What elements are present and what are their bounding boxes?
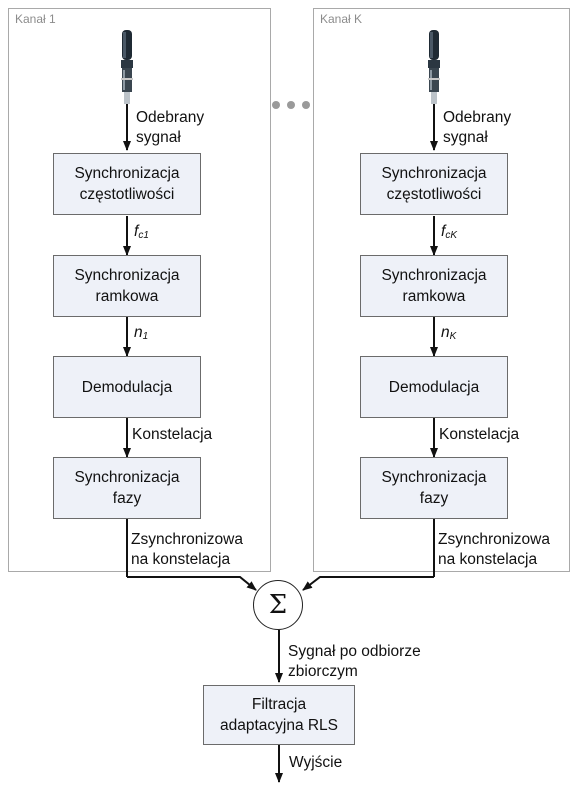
sum-combiner: Σ [253, 580, 303, 630]
phase-sync-block-1: Synchronizacja fazy [53, 457, 201, 519]
demodulation-block-k: Demodulacja [360, 356, 508, 418]
frame-sync-block-1: Synchronizacja ramkowa [53, 255, 201, 317]
frequency-offset-label-k: fcK [441, 223, 457, 241]
frame-index-label-k: nK [441, 324, 457, 342]
received-signal-label-k: Odebrany sygnał [443, 109, 512, 146]
antenna-icon [121, 30, 133, 104]
frequency-sync-block-k: Synchronizacja częstotliwości [360, 153, 508, 215]
frequency-offset-label-1: fc1 [134, 223, 149, 241]
channel-k-title: Kanał K [320, 12, 363, 26]
phase-sync-block-k: Synchronizacja fazy [360, 457, 508, 519]
frame-sync-block-k: Synchronizacja ramkowa [360, 255, 508, 317]
demodulation-block-1: Demodulacja [53, 356, 201, 418]
antenna-icon [428, 30, 440, 104]
constellation-label-1: Konstelacja [132, 426, 213, 443]
sync-output-label-1: Zsynchronizowa na konstelacja [131, 531, 243, 568]
output-label: Wyjście [289, 754, 343, 771]
frequency-sync-block-1: Synchronizacja częstotliwości [53, 153, 201, 215]
rls-filter-block: Filtracja adaptacyjna RLS [203, 685, 355, 745]
combined-signal-label: Sygnał po odbiorze zbiorczym [288, 643, 421, 680]
frame-index-label-1: n1 [134, 324, 149, 342]
channel-1-title: Kanał 1 [15, 12, 56, 26]
constellation-label-k: Konstelacja [439, 426, 520, 443]
sync-output-label-k: Zsynchronizowa na konstelacja [438, 531, 550, 568]
received-signal-label-1: Odebrany sygnał [136, 109, 205, 146]
